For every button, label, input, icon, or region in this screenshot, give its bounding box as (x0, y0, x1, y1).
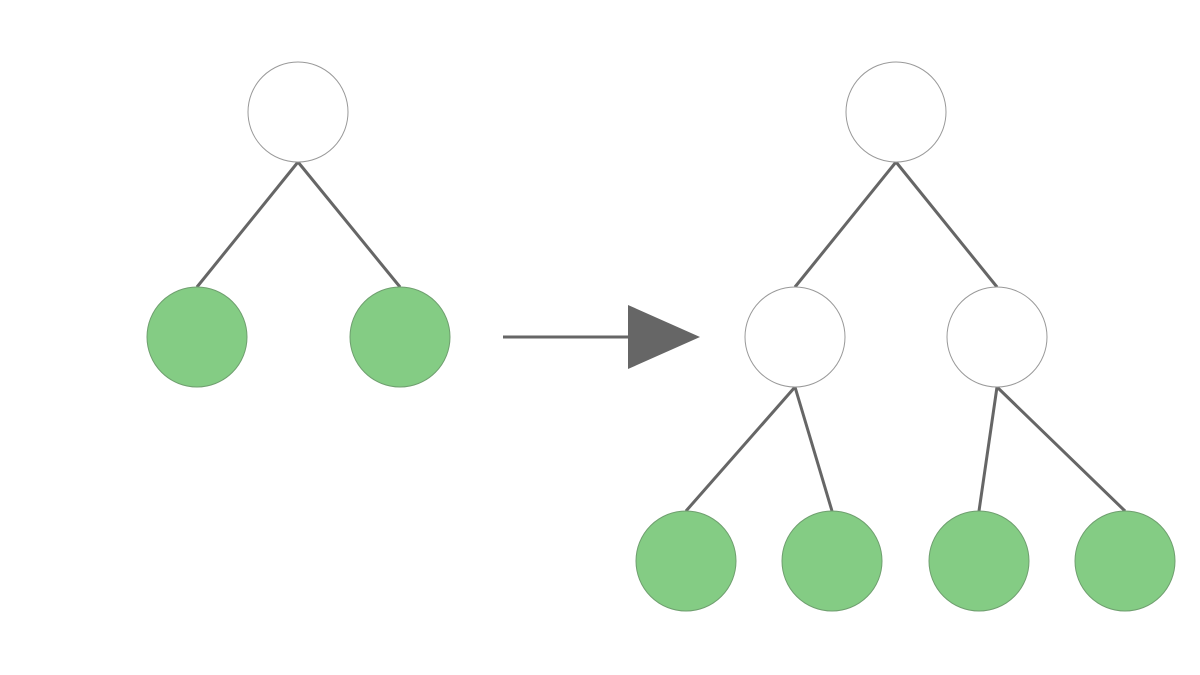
after-tree-edge-child-1-to-leaf-1 (684, 386, 797, 512)
nodes-layer (146, 61, 1176, 612)
before-tree-leaf-node-2 (349, 286, 451, 388)
after-tree-leaf-node-3 (928, 510, 1030, 612)
after-tree-root-node (845, 61, 947, 163)
after-tree-leaf-node-4 (1074, 510, 1176, 612)
after-tree-internal-node-2 (946, 286, 1048, 388)
before-tree-root-node (247, 61, 349, 163)
after-tree-edge-root-to-child-2 (894, 161, 999, 288)
after-tree-internal-node-1 (744, 286, 846, 388)
after-tree-leaf-node-1 (635, 510, 737, 612)
right-arrow-icon (503, 305, 700, 369)
after-tree-edge-child-2-to-leaf-1 (977, 386, 999, 512)
arrow-head (628, 305, 700, 369)
after-tree-leaf-node-2 (781, 510, 883, 612)
edges-layer (195, 161, 1127, 513)
after-tree-edge-root-to-child-1 (793, 161, 898, 288)
before-tree-leaf-node-1 (146, 286, 248, 388)
after-tree-edge-child-2-to-leaf-2 (995, 385, 1127, 513)
before-tree-edge-2 (296, 161, 402, 288)
after-tree-edge-child-1-to-leaf-2 (793, 386, 834, 512)
before-tree-edge-1 (195, 161, 300, 288)
